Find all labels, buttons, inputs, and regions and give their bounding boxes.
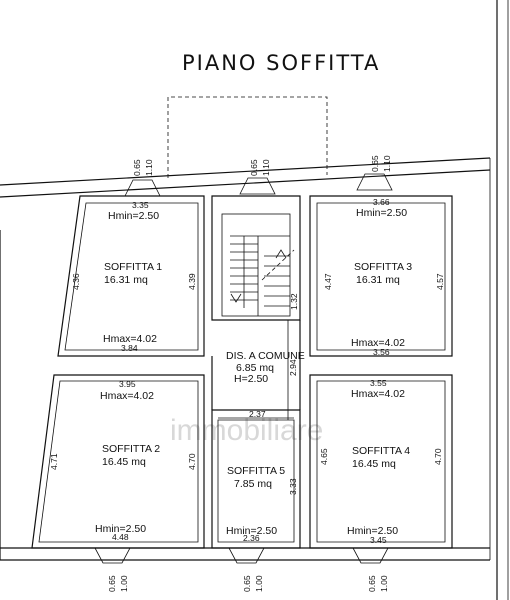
svg-text:3.56: 3.56 bbox=[373, 347, 390, 357]
svg-text:3.84: 3.84 bbox=[121, 343, 138, 353]
svg-text:Hmax=4.02: Hmax=4.02 bbox=[103, 333, 157, 345]
svg-text:1.10: 1.10 bbox=[144, 159, 154, 176]
svg-text:SOFFITTA 1: SOFFITTA 1 bbox=[104, 261, 162, 273]
svg-text:1.00: 1.00 bbox=[379, 575, 389, 592]
stairwell: 1.32 bbox=[211, 195, 301, 321]
svg-text:3.35: 3.35 bbox=[132, 200, 149, 210]
svg-text:0.65: 0.65 bbox=[249, 159, 259, 176]
svg-text:0.65: 0.65 bbox=[107, 575, 117, 592]
svg-text:1.10: 1.10 bbox=[261, 159, 271, 176]
svg-text:3.95: 3.95 bbox=[119, 379, 136, 389]
svg-text:0.65: 0.65 bbox=[242, 575, 252, 592]
svg-text:4.71: 4.71 bbox=[49, 453, 59, 470]
svg-text:Hmin=2.50: Hmin=2.50 bbox=[108, 210, 159, 222]
svg-text:0.65: 0.65 bbox=[370, 155, 380, 172]
svg-text:0.65: 0.65 bbox=[132, 159, 142, 176]
svg-text:0.65: 0.65 bbox=[367, 575, 377, 592]
svg-text:2.37: 2.37 bbox=[249, 409, 266, 419]
svg-text:Hmin=2.50: Hmin=2.50 bbox=[95, 523, 146, 535]
svg-text:4.47: 4.47 bbox=[323, 273, 333, 290]
svg-text:Hmin=2.50: Hmin=2.50 bbox=[347, 525, 398, 537]
svg-text:Hmin=2.50: Hmin=2.50 bbox=[226, 525, 277, 537]
roof-projection bbox=[167, 96, 328, 178]
room-soffitta-3: 3.66 Hmin=2.50 SOFFITTA 3 16.31 mq Hmax=… bbox=[309, 195, 453, 357]
svg-text:4.70: 4.70 bbox=[187, 453, 197, 470]
svg-text:3.55: 3.55 bbox=[370, 378, 387, 388]
svg-text:16.31 mq: 16.31 mq bbox=[104, 274, 148, 286]
svg-text:4.65: 4.65 bbox=[319, 448, 329, 465]
svg-text:16.31 mq: 16.31 mq bbox=[356, 274, 400, 286]
bottom-openings bbox=[94, 547, 389, 564]
bottom-opening-labels: 0.65 1.00 0.65 1.00 0.65 1.00 bbox=[107, 575, 389, 592]
svg-text:SOFFITTA 4: SOFFITTA 4 bbox=[352, 445, 410, 457]
svg-text:1.10: 1.10 bbox=[382, 155, 392, 172]
svg-text:DIS. A COMUNE: DIS. A COMUNE bbox=[226, 350, 305, 362]
svg-text:4.39: 4.39 bbox=[187, 273, 197, 290]
svg-text:7.85 mq: 7.85 mq bbox=[234, 478, 272, 490]
svg-text:1.00: 1.00 bbox=[254, 575, 264, 592]
common-corridor: DIS. A COMUNE 6.85 mq H=2.50 2.94 bbox=[211, 320, 305, 420]
svg-text:3.45: 3.45 bbox=[370, 535, 387, 545]
svg-text:SOFFITTA 2: SOFFITTA 2 bbox=[102, 443, 160, 455]
plan-title: PIANO SOFFITTA bbox=[182, 51, 380, 75]
svg-text:16.45 mq: 16.45 mq bbox=[352, 458, 396, 470]
svg-text:1.00: 1.00 bbox=[119, 575, 129, 592]
svg-text:4.57: 4.57 bbox=[435, 273, 445, 290]
svg-text:SOFFITTA 3: SOFFITTA 3 bbox=[354, 261, 412, 273]
svg-text:4.70: 4.70 bbox=[433, 448, 443, 465]
svg-text:2.94: 2.94 bbox=[288, 359, 298, 376]
room-soffitta-1: 3.35 Hmin=2.50 SOFFITTA 1 16.31 mq Hmax=… bbox=[57, 195, 205, 357]
svg-text:H=2.50: H=2.50 bbox=[234, 373, 268, 385]
svg-text:3.66: 3.66 bbox=[373, 197, 390, 207]
svg-text:Hmax=4.02: Hmax=4.02 bbox=[100, 390, 154, 402]
svg-text:6.85 mq: 6.85 mq bbox=[236, 362, 274, 374]
svg-text:Hmax=4.02: Hmax=4.02 bbox=[351, 388, 405, 400]
svg-text:16.45 mq: 16.45 mq bbox=[102, 456, 146, 468]
svg-text:1.32: 1.32 bbox=[289, 293, 299, 310]
svg-text:4.48: 4.48 bbox=[112, 532, 129, 542]
svg-text:3.33: 3.33 bbox=[288, 478, 298, 495]
svg-text:4.36: 4.36 bbox=[71, 273, 81, 290]
svg-text:Hmin=2.50: Hmin=2.50 bbox=[356, 207, 407, 219]
svg-text:SOFFITTA 5: SOFFITTA 5 bbox=[227, 465, 285, 477]
svg-text:Hmax=4.02: Hmax=4.02 bbox=[351, 337, 405, 349]
room-soffitta-5: 2.37 SOFFITTA 5 7.85 mq Hmin=2.50 2.36 3… bbox=[211, 409, 301, 549]
room-soffitta-2: 3.95 Hmax=4.02 SOFFITTA 2 16.45 mq Hmin=… bbox=[31, 374, 205, 549]
room-soffitta-4: 3.55 Hmax=4.02 SOFFITTA 4 16.45 mq Hmin=… bbox=[309, 374, 453, 549]
svg-text:2.36: 2.36 bbox=[243, 533, 260, 543]
top-opening-labels: 0.65 1.10 0.65 1.10 0.65 1.10 bbox=[132, 155, 392, 176]
watermark: immobiliare bbox=[170, 414, 323, 447]
